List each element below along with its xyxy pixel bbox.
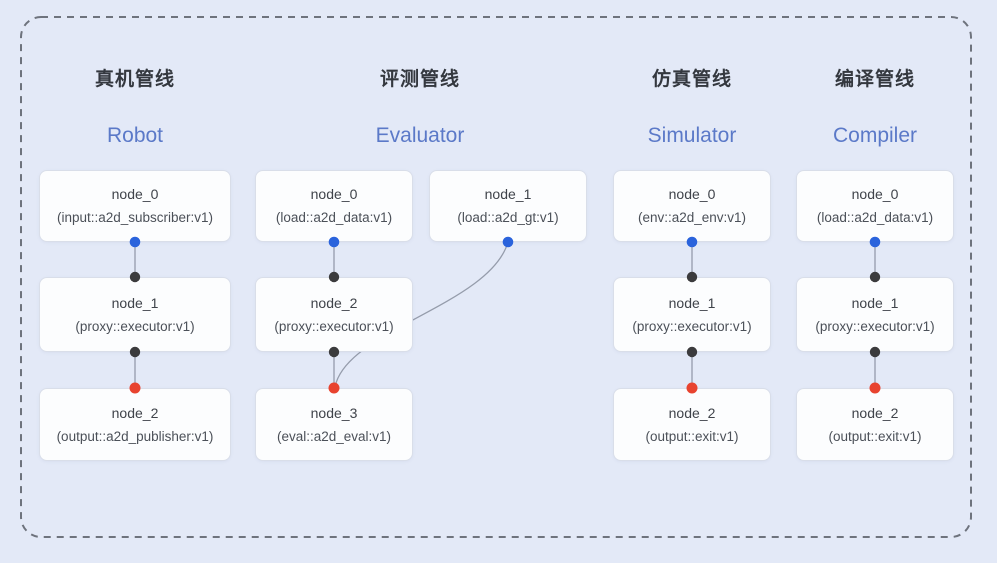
node-type: (load::a2d_data:v1)	[816, 210, 934, 225]
pipeline-title-zh-evaluator: 评测管线	[379, 69, 460, 90]
evaluator-node-0: node_0 (load::a2d_data:v1)	[255, 170, 413, 242]
pipeline-title-zh-simulator: 仿真管线	[651, 69, 732, 90]
node-type: (output::exit:v1)	[828, 428, 922, 444]
node-name: node_2	[851, 404, 899, 421]
node-name: node_2	[310, 294, 358, 311]
node-name: node_2	[111, 404, 159, 421]
node-name: node_0	[111, 186, 159, 202]
node-type: (load::a2d_gt:v1)	[457, 210, 559, 225]
simulator-node-0: node_0 (env::a2d_env:v1)	[613, 170, 771, 242]
pipeline-title-en-simulator: Simulator	[647, 124, 737, 147]
node-name: node_0	[310, 186, 358, 202]
robot-node-0: node_0 (input::a2d_subscriber:v1)	[39, 170, 231, 242]
node-type: (proxy::executor:v1)	[75, 318, 195, 334]
node-name: node_0	[668, 186, 716, 202]
robot-node-2: node_2 (output::a2d_publisher:v1)	[39, 388, 231, 461]
node-type: (env::a2d_env:v1)	[637, 210, 747, 225]
compiler-node-0: node_0 (load::a2d_data:v1)	[796, 170, 954, 242]
pipeline-title-zh-robot: 真机管线	[94, 69, 175, 90]
node-name: node_3	[310, 404, 358, 421]
node-name: node_1	[484, 186, 532, 202]
node-type: (load::a2d_data:v1)	[275, 210, 393, 225]
node-name: node_2	[668, 404, 716, 421]
compiler-node-1: node_1 (proxy::executor:v1)	[796, 277, 954, 352]
node-type: (input::a2d_subscriber:v1)	[56, 210, 214, 225]
node-name: node_1	[851, 294, 899, 311]
robot-node-1: node_1 (proxy::executor:v1)	[39, 277, 231, 352]
node-name: node_1	[668, 294, 716, 311]
evaluator-node-2: node_2 (proxy::executor:v1)	[255, 277, 413, 352]
node-type: (proxy::executor:v1)	[632, 318, 752, 334]
pipeline-title-zh-compiler: 编译管线	[834, 69, 915, 90]
pipeline-title-en-robot: Robot	[106, 124, 164, 147]
evaluator-node-1: node_1 (load::a2d_gt:v1)	[429, 170, 587, 242]
node-type: (eval::a2d_eval:v1)	[276, 428, 392, 444]
node-type: (proxy::executor:v1)	[815, 318, 935, 334]
evaluator-node-3: node_3 (eval::a2d_eval:v1)	[255, 388, 413, 461]
pipeline-title-en-evaluator: Evaluator	[375, 124, 465, 147]
node-name: node_0	[851, 186, 899, 202]
compiler-node-2: node_2 (output::exit:v1)	[796, 388, 954, 461]
node-type: (output::a2d_publisher:v1)	[56, 428, 214, 444]
node-type: (output::exit:v1)	[645, 428, 739, 444]
node-type: (proxy::executor:v1)	[274, 318, 394, 334]
simulator-node-1: node_1 (proxy::executor:v1)	[613, 277, 771, 352]
simulator-node-2: node_2 (output::exit:v1)	[613, 388, 771, 461]
pipeline-title-en-compiler: Compiler	[832, 124, 918, 147]
node-name: node_1	[111, 294, 159, 311]
